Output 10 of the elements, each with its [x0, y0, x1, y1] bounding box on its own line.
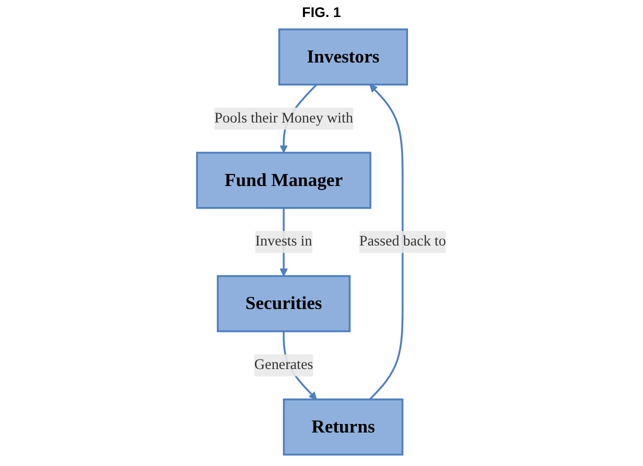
node-box: Returns — [282, 398, 404, 456]
edge-label: Generates — [254, 357, 314, 373]
node-box: Investors — [278, 28, 408, 86]
edge-label: Invests in — [255, 234, 312, 250]
edge-label: Pools their Money with — [214, 110, 354, 126]
edge-label: Passed back to — [359, 234, 446, 250]
figure-title: FIG. 1 — [301, 3, 342, 22]
node-box: Securities — [216, 275, 351, 332]
node-box: Fund Manager — [196, 152, 372, 209]
arrow — [369, 84, 404, 400]
